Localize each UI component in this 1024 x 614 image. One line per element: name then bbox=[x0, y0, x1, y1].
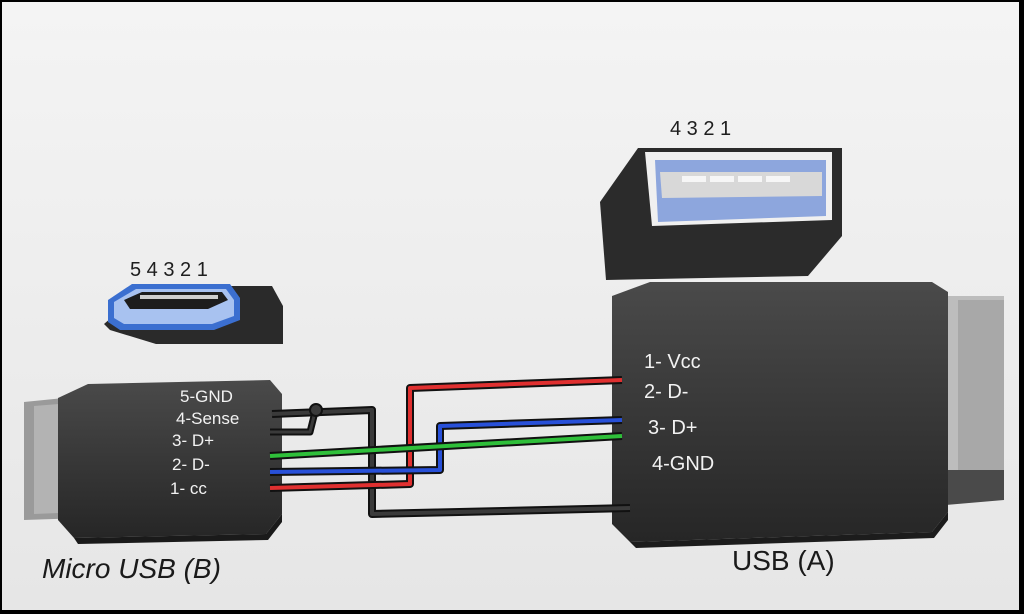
usb-a-pin-2-label: 2- D- bbox=[644, 381, 688, 403]
micro-usb-pin-4-label: 4-Sense bbox=[176, 409, 239, 428]
wire-gnd bbox=[270, 403, 631, 518]
usb-a-plug bbox=[612, 282, 1004, 548]
micro-usb-pin-5-label: 5-GND bbox=[180, 387, 233, 406]
usb-a-title: USB (A) bbox=[732, 545, 835, 576]
micro-usb-plug bbox=[104, 284, 283, 344]
micro-usb-cable-plug bbox=[24, 380, 282, 544]
micro-usb-pin-2-label: 2- D- bbox=[172, 455, 210, 474]
wires bbox=[269, 376, 631, 518]
usb-a-receptacle bbox=[600, 148, 842, 280]
usb-a-pin-4-label: 4-GND bbox=[652, 453, 714, 475]
micro-usb-title: Micro USB (B) bbox=[42, 553, 221, 584]
usb-a-pin-numbers: 4 3 2 1 bbox=[670, 118, 731, 140]
wire-vcc bbox=[269, 376, 623, 492]
micro-usb-pin-numbers: 5 4 3 2 1 bbox=[130, 259, 208, 281]
wire-d-plus bbox=[269, 432, 623, 460]
usb-a-pin-3-label: 3- D+ bbox=[648, 417, 697, 439]
micro-usb-pin-3-label: 3- D+ bbox=[172, 431, 214, 450]
usb-a-pin-1-label: 1- Vcc bbox=[644, 351, 701, 373]
micro-usb-pin-1-label: 1- cc bbox=[170, 479, 207, 498]
